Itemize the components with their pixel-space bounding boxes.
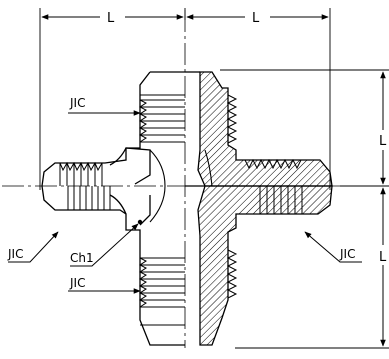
lower-left-body (41, 185, 185, 346)
chamfer-point (137, 219, 143, 225)
dimension-label-top-right: L (252, 11, 260, 26)
lower-right-section (197, 185, 333, 346)
lower-right-threads (226, 186, 303, 299)
dimension-lines (41, 14, 386, 347)
dimension-label-right-upper: L (379, 134, 387, 149)
callout-leaders (8, 110, 362, 294)
upper-right-section (185, 71, 333, 187)
extension-lines (39, 8, 389, 349)
upper-right-threads (226, 94, 302, 170)
upper-left-body (41, 71, 185, 187)
top-left-threads (139, 99, 185, 143)
jic-label-top: JIC (69, 96, 85, 110)
jic-label-right: JIC (339, 247, 355, 261)
lower-left-threads (67, 186, 185, 308)
hub-bore (149, 149, 213, 223)
dimension-label-top-left: L (107, 11, 115, 26)
jic-label-bottom: JIC (69, 276, 85, 290)
left-threads-upper (59, 161, 103, 186)
dimension-label-right-lower: L (379, 250, 387, 265)
jic-label-left: JIC (7, 247, 23, 261)
chamfer-label: Ch1 (70, 251, 94, 265)
